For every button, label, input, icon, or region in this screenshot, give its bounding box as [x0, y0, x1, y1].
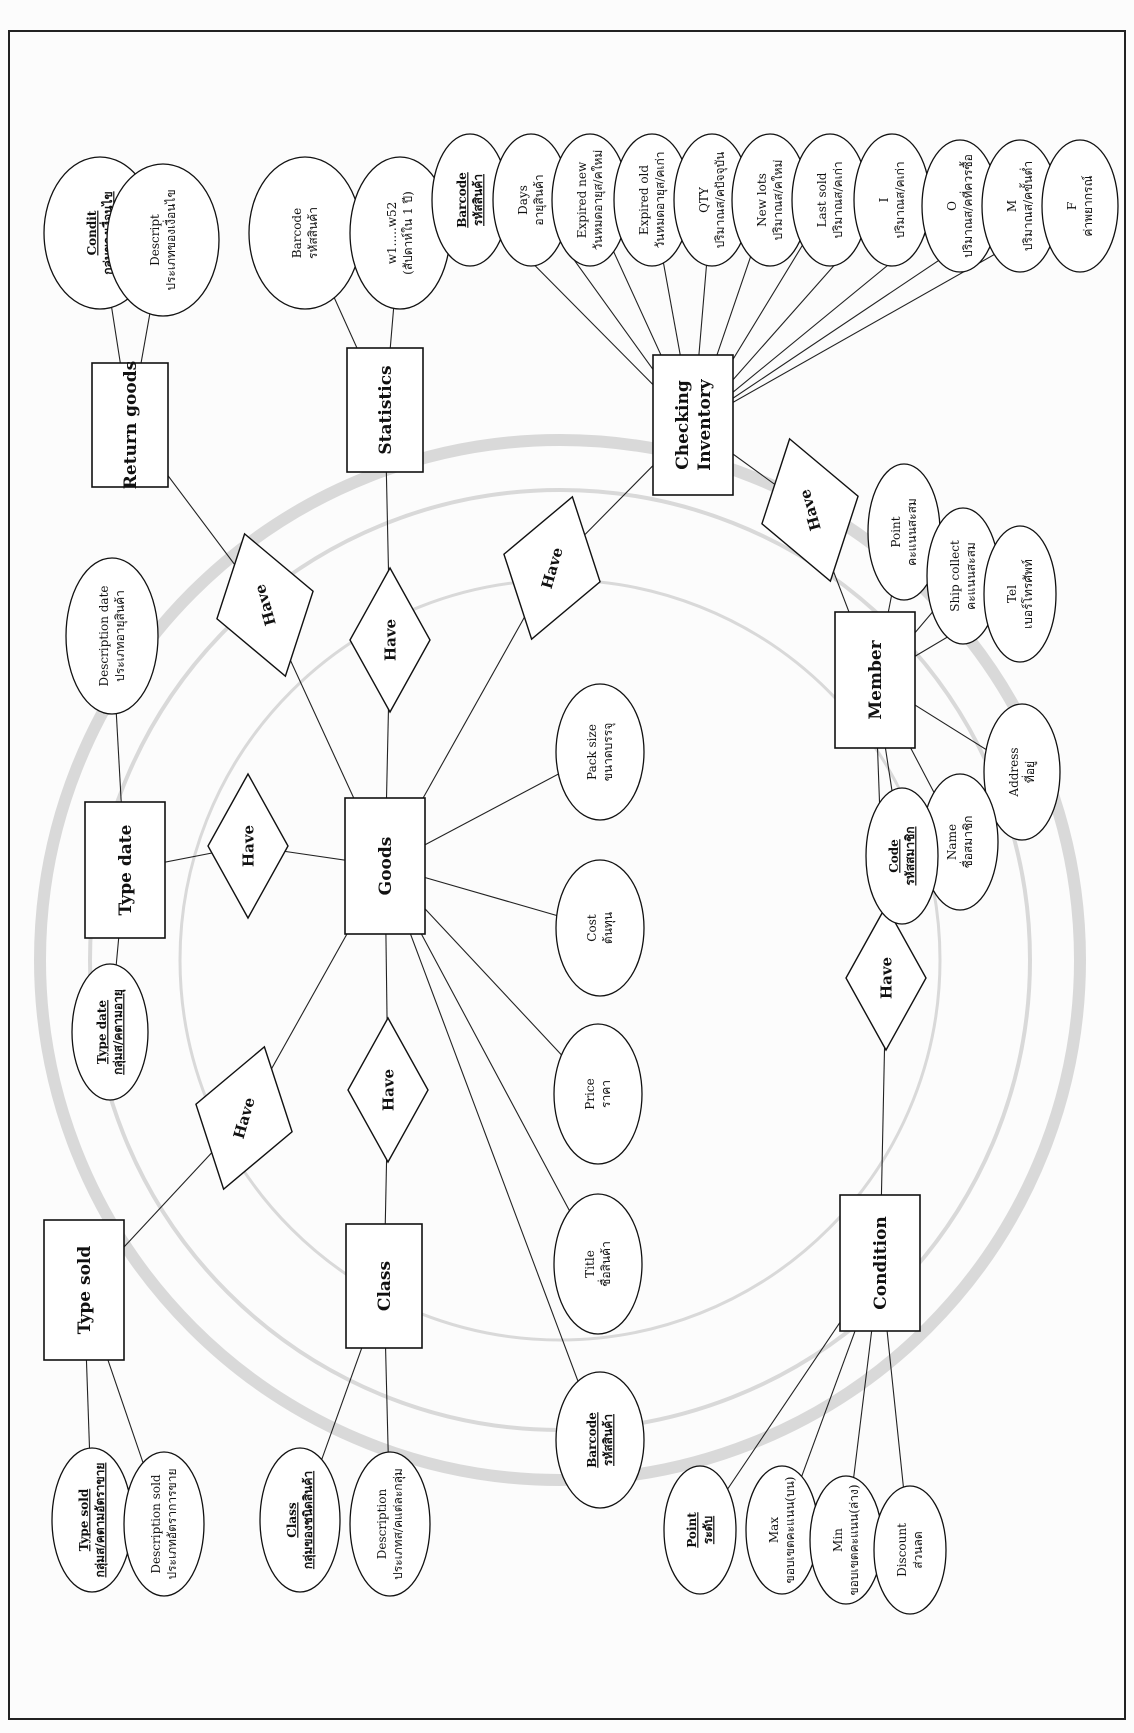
relationship-have-statistics: Have — [350, 568, 430, 712]
relationship-label: Have — [379, 1069, 397, 1111]
attribute-ellipse — [52, 1448, 132, 1592]
attribute-goods: Titleชื่อสินค้า — [554, 1194, 642, 1334]
attribute-ellipse — [350, 1452, 430, 1596]
relationship-have-class: Have — [348, 1018, 428, 1162]
attribute-ellipse — [810, 1476, 882, 1604]
entity-class: Class — [346, 1224, 422, 1348]
relationship-label: Have — [239, 825, 257, 867]
attribute-goods: Barcodeรหัสสินค้า — [556, 1372, 644, 1508]
attribute-ellipse — [249, 157, 361, 309]
attribute-ellipse — [260, 1448, 340, 1592]
entity-type-date: Type date — [85, 802, 165, 938]
relationship-have-type-sold: Have — [176, 1033, 313, 1203]
entity-label: Member — [866, 639, 886, 719]
attribute-class: Descriptionประเภทส/คแต่ละกลุ่ม — [350, 1452, 430, 1596]
entity-condition: Condition — [840, 1195, 920, 1331]
attribute-ellipse — [556, 1372, 644, 1508]
attribute-ellipse — [66, 558, 158, 714]
attribute-type-date: Description dateประเภทอายุสินค้า — [66, 558, 158, 714]
entity-label: Return goods — [121, 361, 141, 489]
attribute-ellipse — [1042, 140, 1118, 272]
relationship-have-return: Have — [197, 520, 334, 690]
attribute-condition: Minขอบเขตคะแนน(ล่าง) — [810, 1476, 882, 1604]
entity-label: Class — [375, 1261, 395, 1311]
attribute-ellipse — [554, 1194, 642, 1334]
attribute-ellipse — [874, 1486, 946, 1614]
attribute-return-goods: Descriptประเภทของเงื่อนไข — [107, 164, 219, 316]
attribute-ellipse — [866, 788, 938, 924]
entity-goods: Goods — [345, 798, 425, 934]
attribute-ellipse — [72, 964, 148, 1100]
attribute-ellipse — [554, 1024, 642, 1164]
relationship-label: Have — [877, 957, 895, 999]
attribute-class: Classกลุ่มของชนิดสินค้า — [260, 1448, 340, 1592]
entity-member: Member — [835, 612, 915, 748]
attribute-ellipse — [556, 860, 644, 996]
attribute-ellipse — [124, 1452, 204, 1596]
relationship-have-member-condition: Have — [846, 906, 926, 1050]
entity-label: Statistics — [376, 365, 396, 454]
entity-box — [653, 355, 733, 495]
attribute-ellipse — [556, 684, 644, 820]
relationship-have-type-date: Have — [208, 774, 288, 918]
relationship-have-inventory: Have — [484, 483, 621, 653]
entity-statistics: Statistics — [347, 348, 423, 472]
entity-type-sold: Type sold — [44, 1220, 124, 1360]
relationship-have-member-inventory: Have — [742, 425, 879, 595]
relationship-label: Have — [381, 619, 399, 661]
attribute-ellipse — [854, 134, 930, 266]
entity-label: Type date — [116, 824, 136, 915]
entity-label: Type sold — [75, 1246, 95, 1335]
attribute-ellipse — [664, 1466, 736, 1594]
entity-label: Goods — [376, 837, 396, 896]
entity-label: Condition — [871, 1216, 891, 1310]
entity-return-goods: Return goods — [92, 361, 168, 489]
attribute-ellipse — [746, 1466, 818, 1594]
attribute-ellipse — [107, 164, 219, 316]
attribute-ellipse — [984, 526, 1056, 662]
